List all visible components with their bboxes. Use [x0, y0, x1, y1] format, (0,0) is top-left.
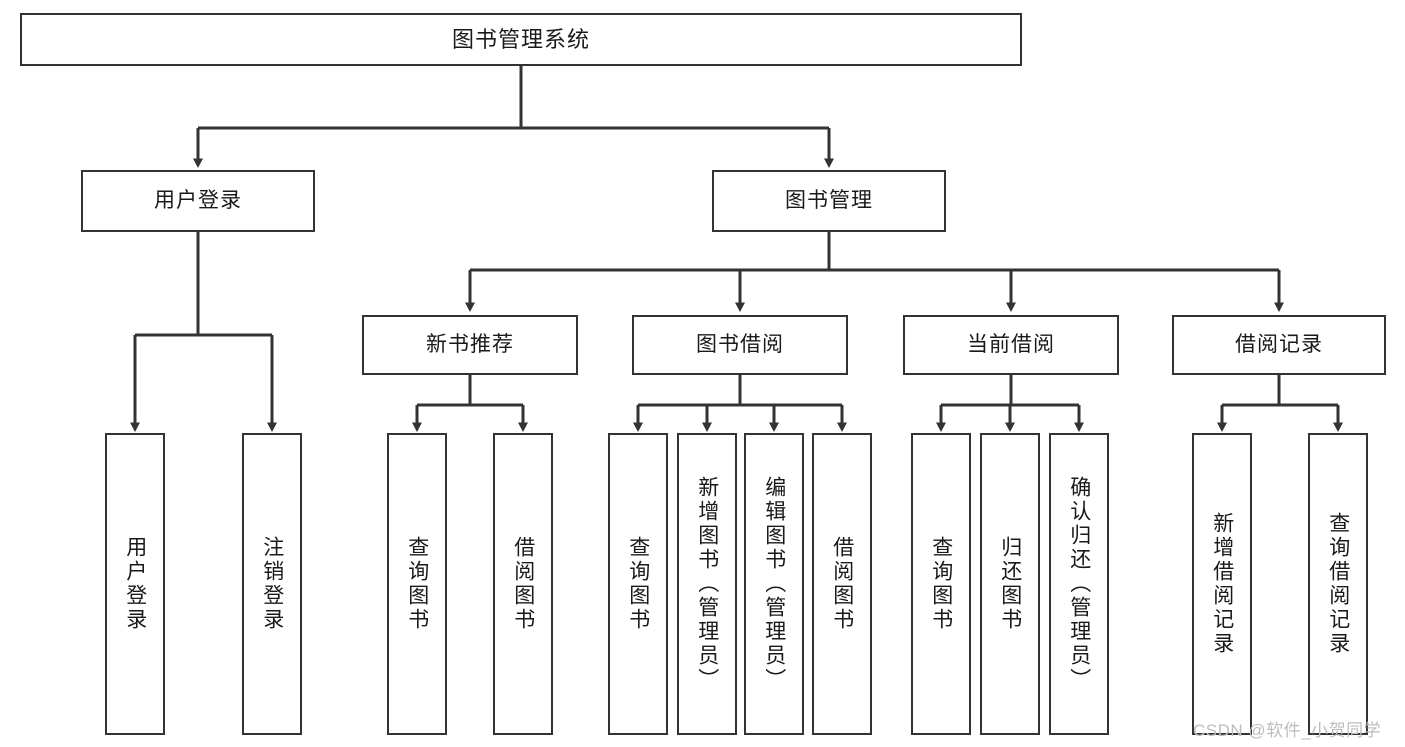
node-new-book-recommend-label: 新书推荐 [426, 332, 514, 356]
leaf-cb-query-book-label: 查询图书 [929, 536, 953, 632]
node-new-book-recommend[interactable]: 新书推荐 [362, 315, 578, 375]
leaf-bb-query-book-label: 查询图书 [626, 536, 650, 632]
leaf-cb-return-book-label: 归还图书 [998, 536, 1022, 632]
leaf-nb-query-book[interactable]: 查询图书 [387, 433, 447, 735]
leaf-bb-edit-book[interactable]: 编辑图书（管理员） [744, 433, 804, 735]
leaf-cb-return-book[interactable]: 归还图书 [980, 433, 1040, 735]
node-current-borrow-label: 当前借阅 [967, 332, 1055, 356]
node-book-borrow-label: 图书借阅 [696, 332, 784, 356]
leaf-bb-edit-book-label: 编辑图书（管理员） [762, 476, 786, 692]
leaf-cb-query-book[interactable]: 查询图书 [911, 433, 971, 735]
leaf-bb-query-book[interactable]: 查询图书 [608, 433, 668, 735]
leaf-nb-borrow-book[interactable]: 借阅图书 [493, 433, 553, 735]
node-root[interactable]: 图书管理系统 [20, 13, 1022, 66]
leaf-user-login-label: 用户登录 [123, 536, 147, 632]
leaf-nb-query-book-label: 查询图书 [405, 536, 429, 632]
leaf-br-add-record[interactable]: 新增借阅记录 [1192, 433, 1252, 735]
node-user-login[interactable]: 用户登录 [81, 170, 315, 232]
leaf-br-query-record[interactable]: 查询借阅记录 [1308, 433, 1368, 735]
node-borrow-record-label: 借阅记录 [1235, 332, 1323, 356]
node-current-borrow[interactable]: 当前借阅 [903, 315, 1119, 375]
node-root-label: 图书管理系统 [451, 26, 590, 52]
leaf-bb-add-book-label: 新增图书（管理员） [695, 476, 719, 692]
leaf-br-add-record-label: 新增借阅记录 [1210, 512, 1234, 656]
leaf-logout-label: 注销登录 [260, 536, 284, 632]
leaf-cb-confirm-return-label: 确认归还（管理员） [1067, 476, 1091, 692]
leaf-bb-add-book[interactable]: 新增图书（管理员） [677, 433, 737, 735]
leaf-bb-borrow-book[interactable]: 借阅图书 [812, 433, 872, 735]
leaf-nb-borrow-book-label: 借阅图书 [511, 536, 535, 632]
node-book-manage[interactable]: 图书管理 [712, 170, 946, 232]
leaf-logout[interactable]: 注销登录 [242, 433, 302, 735]
watermark: CSDN @软件_小贺同学 [1193, 721, 1382, 740]
node-user-login-label: 用户登录 [154, 188, 242, 212]
leaf-bb-borrow-book-label: 借阅图书 [830, 536, 854, 632]
leaf-cb-confirm-return[interactable]: 确认归还（管理员） [1049, 433, 1109, 735]
node-borrow-record[interactable]: 借阅记录 [1172, 315, 1386, 375]
leaf-user-login[interactable]: 用户登录 [105, 433, 165, 735]
node-book-manage-label: 图书管理 [785, 188, 873, 212]
node-book-borrow[interactable]: 图书借阅 [632, 315, 848, 375]
leaf-br-query-record-label: 查询借阅记录 [1326, 512, 1350, 656]
